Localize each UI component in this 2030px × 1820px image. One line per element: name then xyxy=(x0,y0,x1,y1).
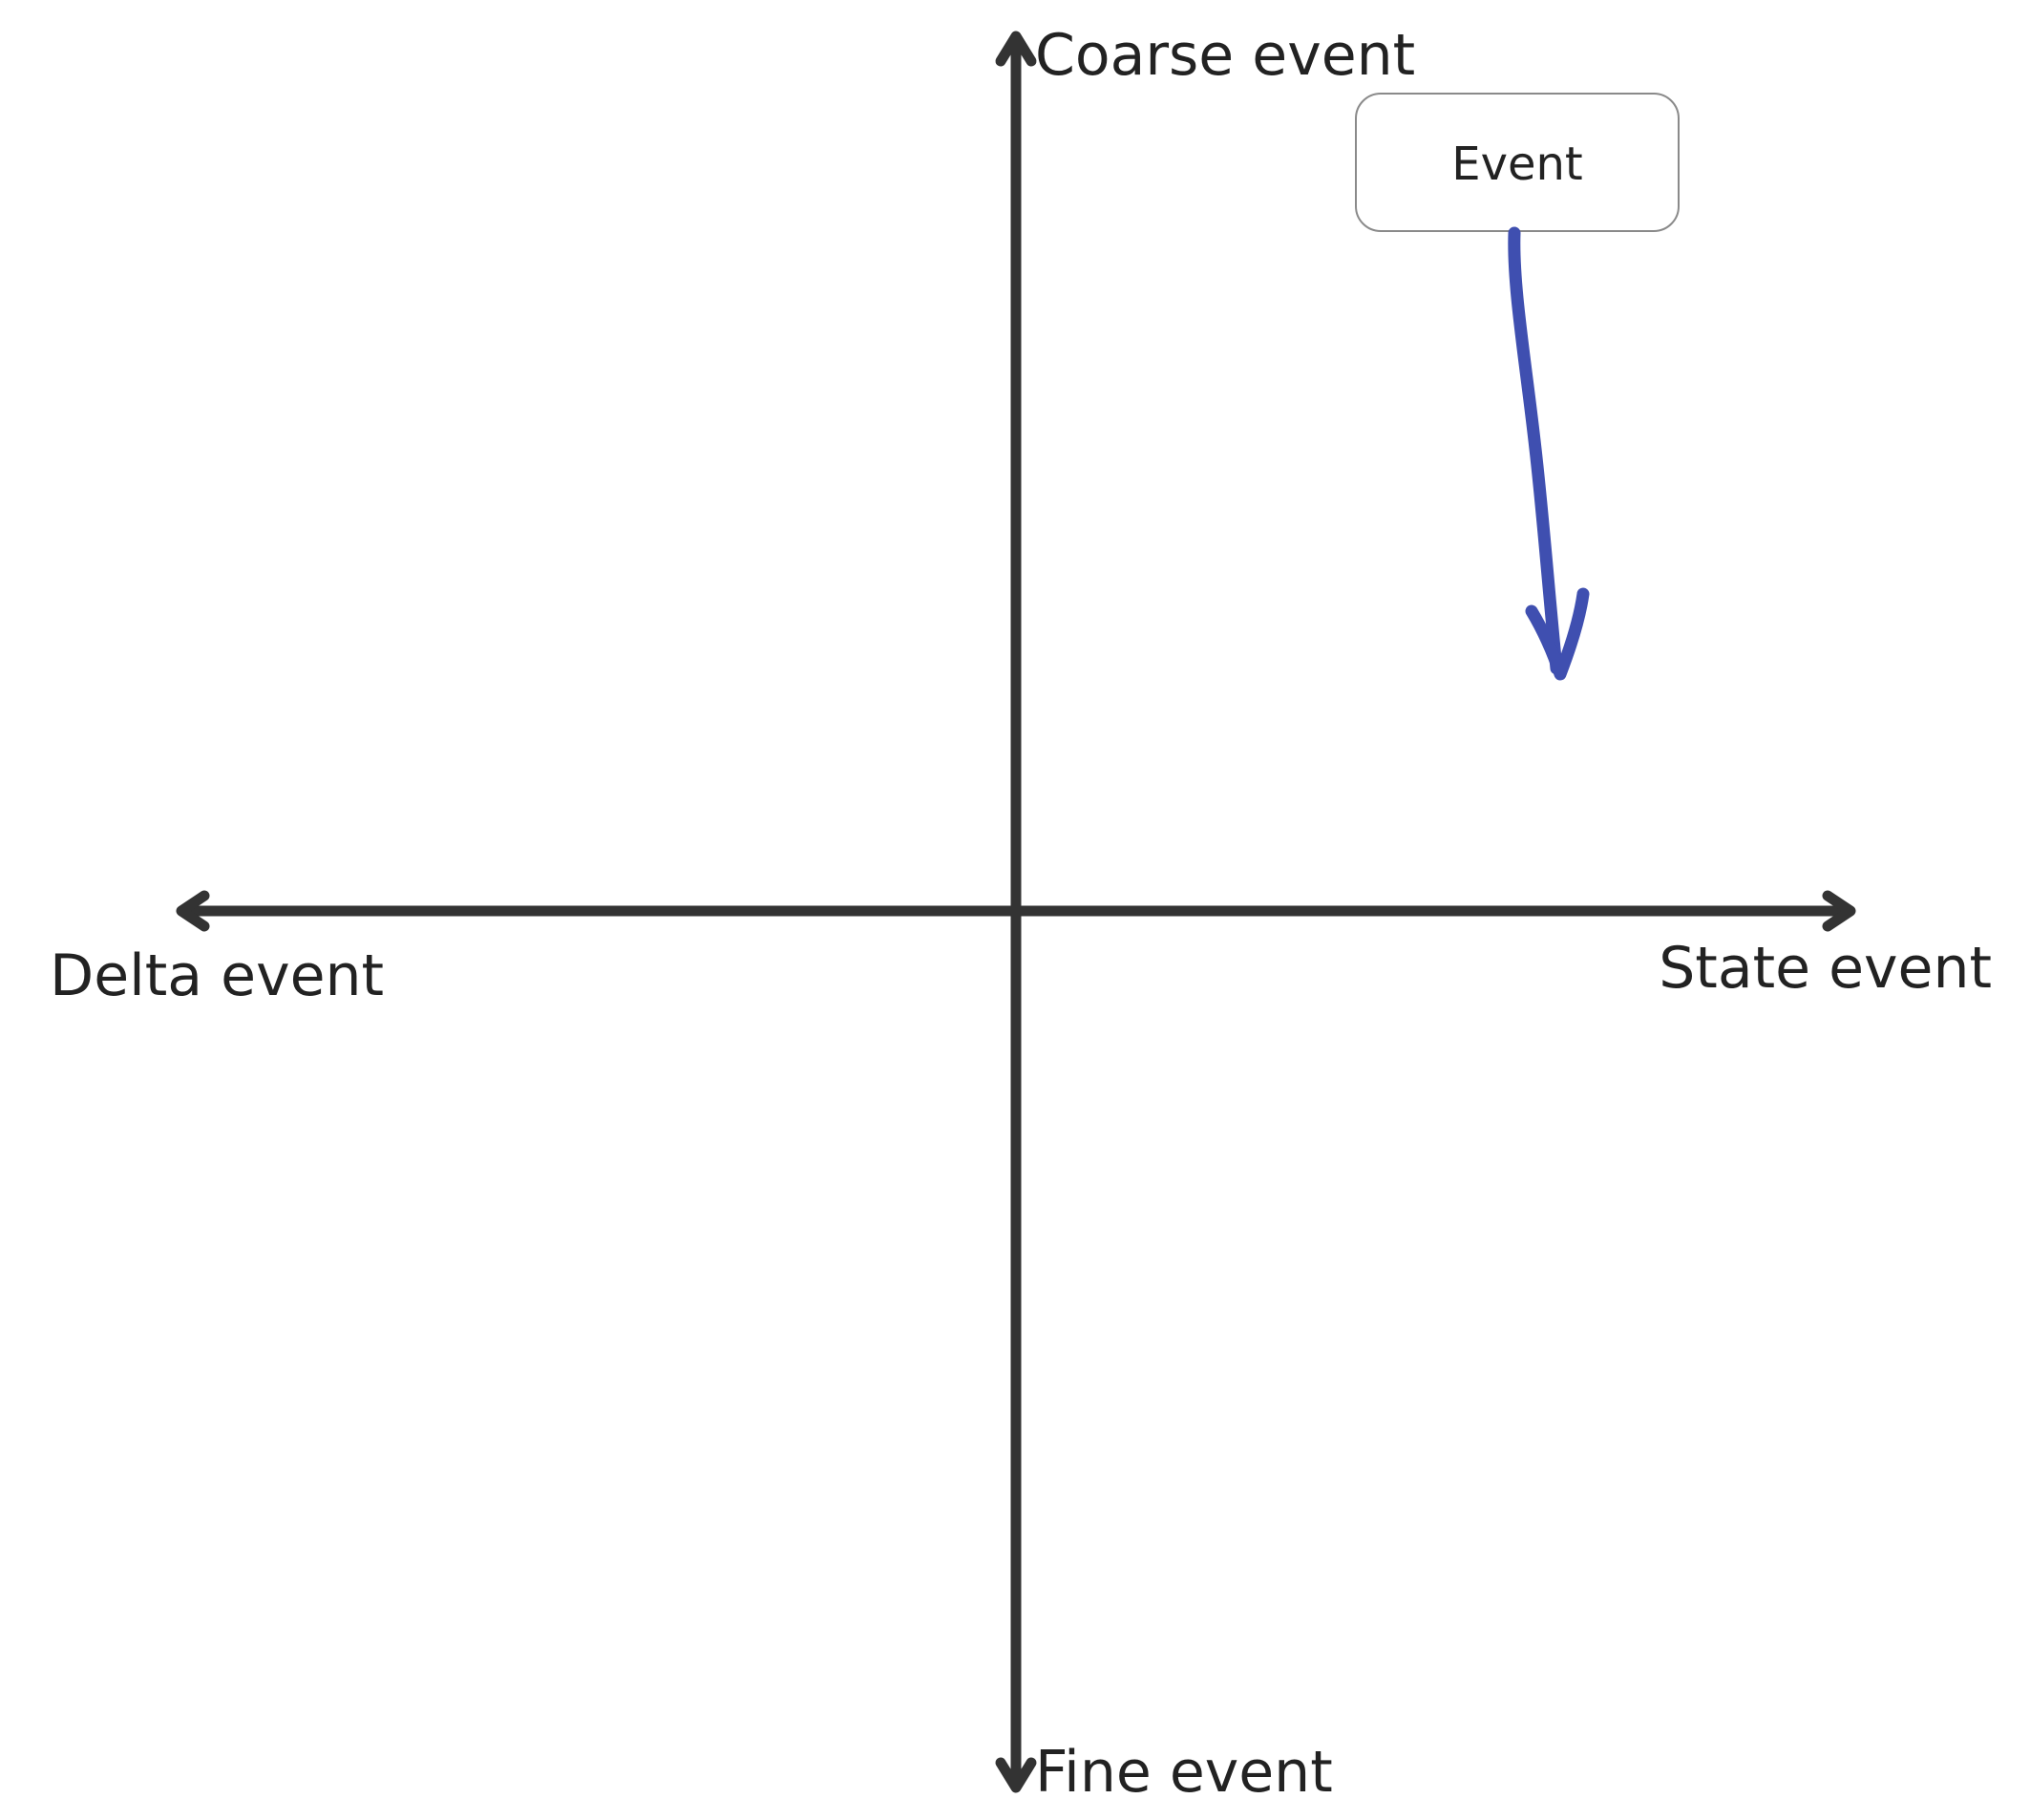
horizontal-axis-left-arrowhead xyxy=(176,890,210,932)
axis-label-top: Coarse event xyxy=(1035,22,1415,89)
vertical-axis-top-arrowhead xyxy=(995,31,1037,67)
axis-label-right: State event xyxy=(1659,935,1992,1002)
event-arrow xyxy=(1508,226,1590,681)
axis-label-left: Delta event xyxy=(50,942,384,1009)
vertical-axis-bottom-arrowhead xyxy=(995,1757,1037,1793)
event-arrow-head xyxy=(1525,587,1590,681)
horizontal-axis xyxy=(176,890,1856,932)
event-node[interactable]: Event xyxy=(1355,93,1680,232)
axis-label-bottom: Fine event xyxy=(1035,1739,1333,1806)
horizontal-axis-right-arrowhead xyxy=(1822,890,1856,932)
event-arrow-shaft xyxy=(1508,226,1563,675)
event-node-label: Event xyxy=(1451,138,1583,191)
